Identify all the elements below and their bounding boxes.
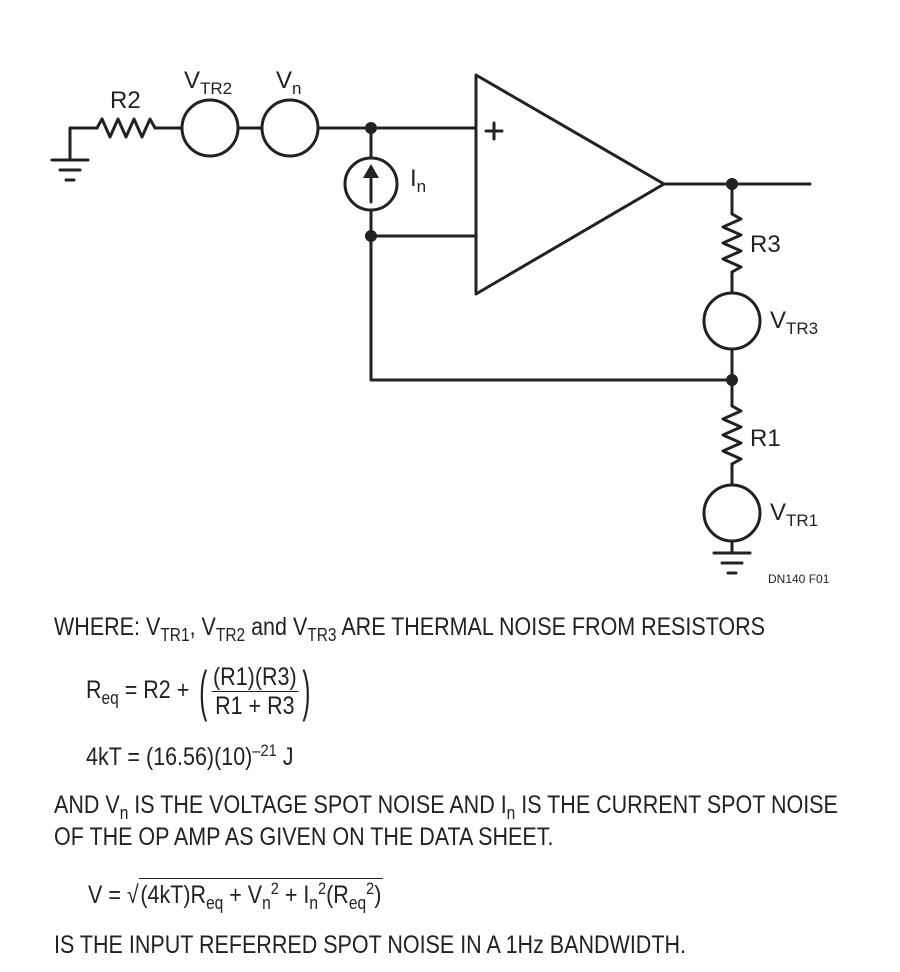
label-vtr2: VTR2 (184, 67, 232, 98)
current-arrow-head (363, 164, 379, 178)
figure-code: DN140 F01 (768, 572, 830, 586)
source-vtr1 (702, 483, 762, 543)
wire-ground-left (68, 126, 99, 160)
source-vn (260, 98, 320, 158)
label-vtr3: VTR3 (770, 307, 818, 338)
junction-dot-plus (365, 122, 377, 134)
label-in: In (410, 165, 426, 196)
resistor-r1 (721, 404, 743, 466)
junction-dot-feedback (726, 374, 738, 386)
req-fraction: (R1)(R3)R1 + R3 (211, 662, 299, 720)
label-vn: Vn (276, 67, 301, 98)
label-r2: R2 (110, 87, 141, 114)
kt-equation: 4kT = (16.56)(10)–21 J (86, 741, 294, 771)
label-vtr1: VTR1 (770, 499, 818, 530)
label-r3: R3 (750, 231, 781, 258)
source-vtr2 (180, 98, 240, 158)
resistor-r3 (721, 212, 743, 274)
label-r1: R1 (750, 425, 781, 452)
and-line: AND Vn IS THE VOLTAGE SPOT NOISE AND In … (54, 791, 838, 823)
where-line: WHERE: VTR1, VTR2 and VTR3 ARE THERMAL N… (54, 613, 766, 645)
of-line: OF THE OP AMP AS GIVEN ON THE DATA SHEET… (54, 823, 554, 851)
v-equation: V = √(4kT)Req + Vn2 + In2(Req2) (88, 878, 384, 913)
req-equation: Req = R2 + ((R1)(R3)R1 + R3) (86, 659, 311, 723)
junction-dot-output (726, 178, 738, 190)
radical-content: (4kT)Req + Vn2 + In2(Req2) (138, 878, 384, 913)
final-line: IS THE INPUT REFERRED SPOT NOISE IN A 1H… (54, 931, 686, 959)
source-vtr3 (702, 291, 762, 351)
noise-model-schematic: R2 VTR2 Vn In R3 VTR3 R1 VTR1 DN140 F01 (50, 67, 830, 586)
junction-dot-minus (365, 230, 377, 242)
op-amp (474, 73, 666, 296)
resistor-r2 (95, 117, 157, 139)
wire-feedback (369, 234, 734, 382)
